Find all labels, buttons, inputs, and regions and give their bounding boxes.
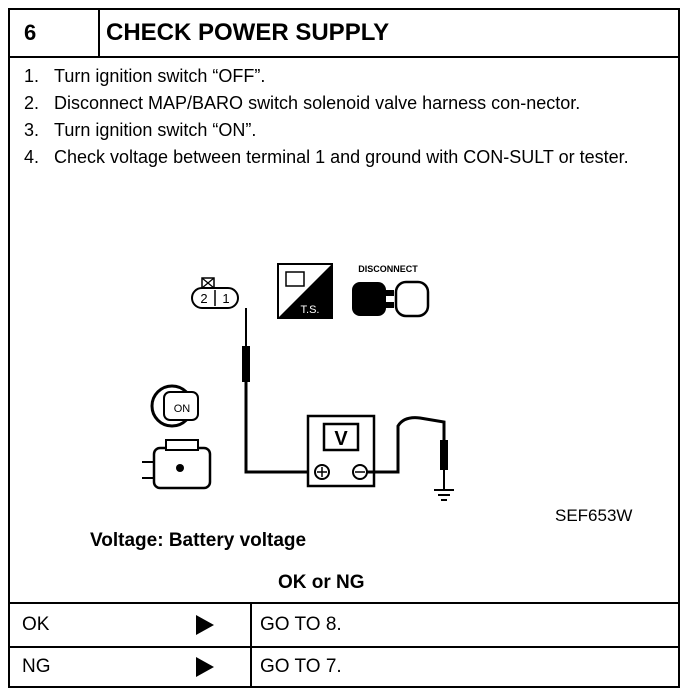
instruction-item: 4.Check voltage between terminal 1 and g…	[24, 147, 629, 167]
result-key: NG	[22, 656, 51, 677]
procedure-sheet: 6 CHECK POWER SUPPLY 1.Turn ignition swi…	[8, 8, 680, 688]
ignition-key-icon: ON	[150, 384, 199, 428]
result-action: GO TO 7.	[250, 646, 342, 686]
instruction-item: 2.Disconnect MAP/BARO switch solenoid va…	[24, 93, 581, 113]
harness-connector-icon: 2 1	[191, 277, 239, 309]
terminal-1-label: 1	[222, 291, 229, 306]
result-header-row: OK or NG	[10, 566, 678, 604]
voltage-spec: Voltage: Battery voltage	[90, 530, 307, 551]
voltmeter-icon: V	[306, 414, 376, 488]
result-action: GO TO 8.	[250, 604, 342, 646]
instruction-item: 1.Turn ignition switch “OFF”.	[24, 66, 266, 86]
disconnect-label: DISCONNECT	[358, 264, 418, 274]
step-header: 6 CHECK POWER SUPPLY	[10, 10, 678, 58]
ts-icon: T.S.	[277, 263, 333, 319]
result-row-ok: OK GO TO 8.	[10, 604, 678, 648]
disconnect-icon: DISCONNECT	[352, 264, 430, 318]
ts-label: T.S.	[301, 304, 320, 316]
meter-label: V	[334, 428, 348, 450]
instruction-item: 3.Turn ignition switch “ON”.	[24, 120, 257, 140]
arrow-right-icon	[196, 615, 214, 635]
ground-icon	[434, 489, 454, 501]
result-key: OK	[22, 614, 50, 635]
arrow-right-icon	[196, 657, 214, 677]
result-header: OK or NG	[278, 572, 365, 593]
instruction-list: 1.Turn ignition switch “OFF”. 2.Disconne…	[24, 66, 634, 174]
ignition-label: ON	[174, 403, 191, 415]
voltage-check-diagram: 2 1 T.S. DISCONNECT V	[142, 263, 454, 501]
result-row-ng: NG GO TO 7.	[10, 646, 678, 686]
step-title: CHECK POWER SUPPLY	[106, 19, 390, 46]
figure-code: SEF653W	[555, 506, 633, 525]
step-number: 6	[10, 10, 100, 56]
terminal-2-label: 2	[200, 291, 207, 306]
engine-icon	[142, 439, 212, 490]
